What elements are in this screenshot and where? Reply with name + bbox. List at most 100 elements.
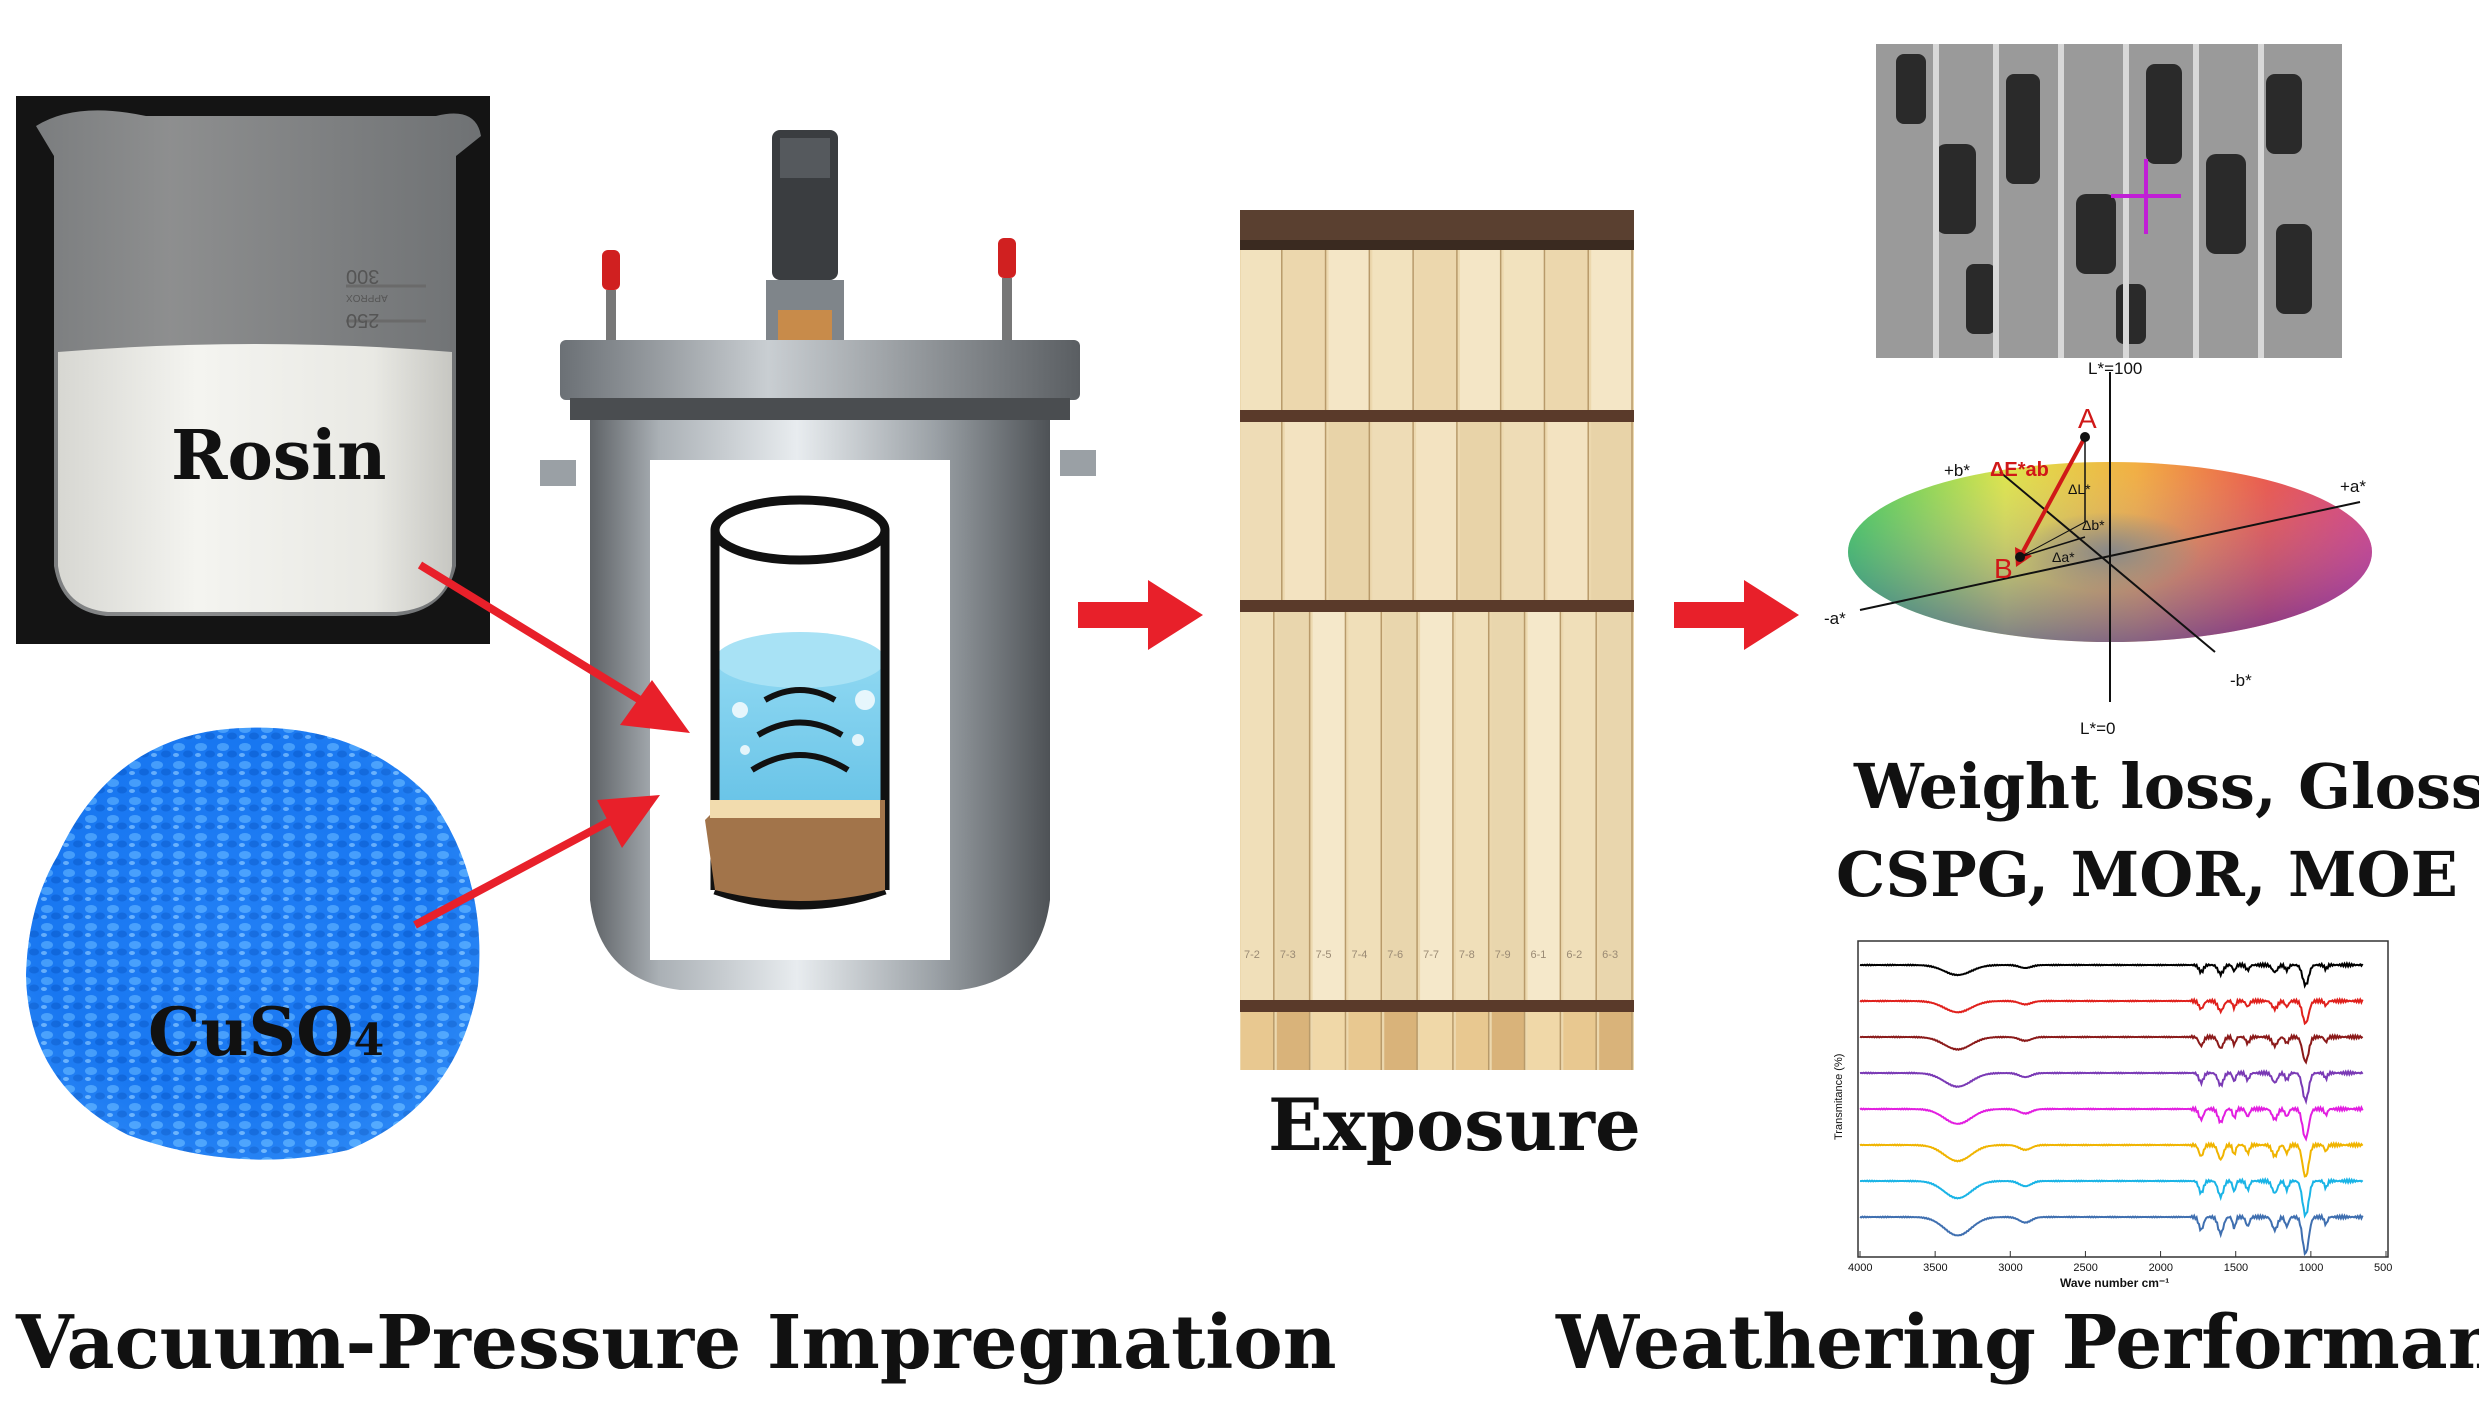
- wood-sample: [1372, 422, 1414, 600]
- ftir-x-tick: 1500: [2224, 1262, 2248, 1274]
- sample-mark: 6-1: [1531, 949, 1547, 961]
- wood-sample: [1459, 250, 1501, 410]
- rosin-label: Rosin: [171, 416, 387, 496]
- wood-sample: [1328, 250, 1370, 410]
- sample-mark: 7-2: [1244, 949, 1260, 961]
- wood-sample: [1455, 1012, 1489, 1070]
- wood-sample: [1547, 422, 1589, 600]
- wood-sample: [1491, 1012, 1525, 1070]
- label-minus-b: -b*: [2230, 671, 2252, 690]
- wood-sample: [1527, 612, 1561, 1000]
- rosin-photo: 300 APPROX 250 Rosin: [16, 96, 490, 644]
- wood-sample: [1416, 422, 1457, 600]
- ftir-trace: [1859, 997, 2364, 1026]
- ftir-trace: [1859, 1105, 2364, 1142]
- cuso4-subscript: 4: [353, 1015, 385, 1066]
- cuso4-crystals: CuSO4: [18, 705, 492, 1175]
- label-point-a: A: [2078, 403, 2097, 434]
- ftir-trace: [1859, 1140, 2364, 1178]
- sem-micrograph: [1876, 44, 2342, 358]
- label-delta-b: Δb*: [2082, 517, 2105, 533]
- wood-sample: [1527, 1012, 1561, 1070]
- vacuum-vessel: [540, 120, 1100, 1000]
- label-delta-a: Δa*: [2052, 549, 2075, 565]
- ftir-x-label: Wave number cm⁻¹: [2060, 1276, 2169, 1290]
- exposure-label: Exposure: [1268, 1082, 1641, 1167]
- wood-sample: [1348, 612, 1382, 1000]
- cuso4-main: CuSO: [148, 993, 354, 1071]
- exposure-photo: 7-2 7-3 7-5 7-4 7-6 7-7 7-8 7-9 6-1 6-2 6-3: [1240, 210, 1634, 1070]
- wood-sample: [1241, 612, 1274, 1000]
- wood-sample: [1284, 422, 1326, 600]
- wood-sample: [1312, 1012, 1346, 1070]
- ftir-y-label: Transmitance (%): [1833, 1054, 1845, 1140]
- wood-sample: [1503, 250, 1545, 410]
- milky-emulsion: [58, 344, 452, 612]
- ftir-trace: [1859, 1069, 2364, 1105]
- wood-sample: [1284, 250, 1326, 410]
- wood-sample: [1241, 250, 1282, 410]
- wood-sample: [1276, 612, 1310, 1000]
- wood-sample: [1491, 612, 1525, 1000]
- metrics-line-2: CSPG, MOR, MOE: [1836, 838, 2458, 911]
- wood-sample: [1348, 1012, 1382, 1070]
- label-delta-e: ΔE*ab: [1990, 459, 2049, 481]
- label-l-top: L*=100: [2088, 362, 2142, 378]
- label-l-bottom: L*=0: [2080, 719, 2115, 738]
- sample-mark: 6-2: [1566, 949, 1582, 961]
- ftir-trace: [1859, 1033, 2364, 1065]
- wood-sample: [1459, 422, 1501, 600]
- weathering-caption: Weathering Performance: [1556, 1300, 2479, 1386]
- ftir-trace: [1859, 961, 2364, 989]
- label-plus-a: +a*: [2340, 477, 2366, 496]
- ftir-x-tick: 3000: [1998, 1262, 2022, 1274]
- wood-sample: [1384, 1012, 1418, 1070]
- ftir-x-tick: 2500: [2073, 1262, 2097, 1274]
- wood-sample: [1416, 250, 1457, 410]
- wood-sample: [1599, 612, 1632, 1000]
- sample-mark: 6-3: [1602, 949, 1618, 961]
- wood-sample: [1328, 422, 1370, 600]
- sample-mark: 7-7: [1423, 949, 1439, 961]
- arrow-to-results: [1674, 580, 1799, 650]
- wood-sample: [1312, 612, 1346, 1000]
- label-delta-l: ΔL*: [2068, 481, 2091, 497]
- wood-sample: [1563, 612, 1597, 1000]
- wood-sample: [1591, 250, 1632, 410]
- wood-sample: [1420, 1012, 1453, 1070]
- sample-mark: 7-9: [1495, 949, 1511, 961]
- wood-sample: [1547, 250, 1589, 410]
- label-plus-b: +b*: [1944, 461, 1970, 480]
- sample-mark: 7-8: [1459, 949, 1475, 961]
- ftir-x-tick: 3500: [1923, 1262, 1947, 1274]
- ftir-spectra: 4000 3500 3000 2500 2000 1500 1000 500 Transmit…: [1820, 935, 2400, 1290]
- ftir-x-tick: 4000: [1848, 1262, 1872, 1274]
- wood-sample: [1591, 422, 1632, 600]
- ftir-x-tick: 1000: [2299, 1262, 2323, 1274]
- ftir-x-tick: 2000: [2149, 1262, 2173, 1274]
- wood-sample: [1599, 1012, 1632, 1070]
- ftir-trace: [1859, 1212, 2364, 1257]
- cielab-diagram: L*=100 L*=0 +a* -a* +b* -b* A B ΔE*ab ΔL…: [1820, 359, 2380, 740]
- cuso4-label: CuSO4: [148, 993, 384, 1071]
- label-point-b: B: [1994, 553, 2013, 584]
- wood-sample: [1503, 422, 1545, 600]
- wood-sample: [1241, 422, 1282, 600]
- arrow-to-exposure: [1078, 580, 1203, 650]
- sample-mark: 7-6: [1387, 949, 1403, 961]
- sample-mark: 7-5: [1316, 949, 1332, 961]
- sample-mark: 7-4: [1351, 949, 1367, 961]
- label-minus-a: -a*: [1824, 609, 1846, 628]
- ftir-trace: [1859, 1177, 2364, 1219]
- wood-sample: [1455, 612, 1489, 1000]
- wood-sample: [1241, 1012, 1274, 1070]
- metrics-line-1: Weight loss, Gloss: [1854, 750, 2479, 823]
- wood-sample: [1372, 250, 1414, 410]
- wood-sample: [1420, 612, 1453, 1000]
- wood-sample: [1563, 1012, 1597, 1070]
- sample-mark: 7-3: [1280, 949, 1296, 961]
- ftir-x-tick: 500: [2374, 1262, 2392, 1274]
- wood-sample: [1384, 612, 1418, 1000]
- vacuum-caption: Vacuum-Pressure Impregnation: [16, 1300, 1337, 1386]
